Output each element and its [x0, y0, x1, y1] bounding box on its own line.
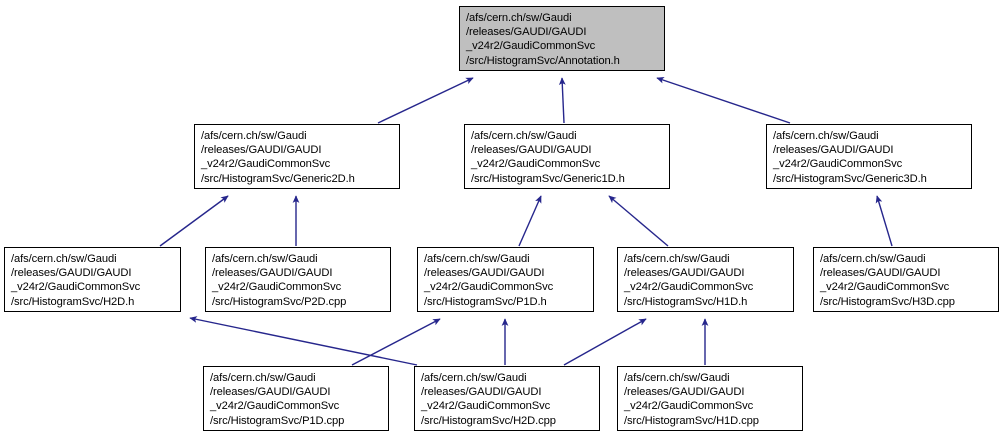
node-label-line: /src/HistogramSvc/H3D.cpp: [820, 295, 955, 308]
edge-p1d-cpp-to-p1d-h: [351, 318, 441, 366]
edge-h2d-h-to-generic2d-h: [159, 195, 229, 247]
graph-node-generic1d-h[interactable]: /afs/cern.ch/sw/Gaudi/releases/GAUDI/GAU…: [464, 124, 670, 189]
graph-node-p2d-cpp[interactable]: /afs/cern.ch/sw/Gaudi/releases/GAUDI/GAU…: [205, 247, 391, 312]
node-label-line: /src/HistogramSvc/H1D.cpp: [624, 414, 759, 427]
node-label-line: _v24r2/GaudiCommonSvc: [11, 281, 141, 294]
node-label-line: /src/HistogramSvc/H1D.h: [624, 295, 748, 308]
node-label-line: /releases/GAUDI/GAUDI: [201, 144, 322, 157]
node-label-line: /releases/GAUDI/GAUDI: [212, 267, 333, 280]
node-label-line: /afs/cern.ch/sw/Gaudi: [210, 372, 316, 384]
graph-node-p1d-cpp[interactable]: /afs/cern.ch/sw/Gaudi/releases/GAUDI/GAU…: [203, 366, 389, 431]
node-label-line: /src/HistogramSvc/P1D.h: [424, 295, 547, 308]
node-label-line: /releases/GAUDI/GAUDI: [210, 386, 331, 399]
node-label-line: /afs/cern.ch/sw/Gaudi: [773, 130, 879, 142]
node-label-line: /src/HistogramSvc/P2D.cpp: [212, 295, 347, 308]
graph-node-h2d-cpp[interactable]: /afs/cern.ch/sw/Gaudi/releases/GAUDI/GAU…: [414, 366, 600, 431]
node-label-line: /afs/cern.ch/sw/Gaudi: [624, 372, 730, 384]
node-label-line: _v24r2/GaudiCommonSvc: [624, 281, 754, 294]
node-label-line: /releases/GAUDI/GAUDI: [820, 267, 941, 280]
node-label-line: _v24r2/GaudiCommonSvc: [471, 158, 601, 171]
node-label-line: /src/HistogramSvc/Generic2D.h: [201, 172, 355, 185]
node-label-line: /src/HistogramSvc/H2D.h: [11, 295, 135, 308]
node-label-line: /afs/cern.ch/sw/Gaudi: [424, 253, 530, 265]
node-label-line: _v24r2/GaudiCommonSvc: [424, 281, 554, 294]
node-label-line: /afs/cern.ch/sw/Gaudi: [466, 12, 572, 24]
edge-h2d-cpp-to-h1d-h: [563, 318, 647, 366]
node-label-line: /afs/cern.ch/sw/Gaudi: [212, 253, 318, 265]
node-label-line: /afs/cern.ch/sw/Gaudi: [201, 130, 307, 142]
node-label-line: /src/HistogramSvc/Annotation.h: [466, 54, 620, 67]
edge-h3d-cpp-to-generic3d-h: [875, 195, 893, 247]
node-label-line: /releases/GAUDI/GAUDI: [624, 267, 745, 280]
node-label-line: /releases/GAUDI/GAUDI: [424, 267, 545, 280]
node-label-line: _v24r2/GaudiCommonSvc: [421, 400, 551, 413]
node-label-line: _v24r2/GaudiCommonSvc: [201, 158, 331, 171]
node-label-line: /src/HistogramSvc/Generic3D.h: [773, 172, 927, 185]
node-label-line: /afs/cern.ch/sw/Gaudi: [624, 253, 730, 265]
node-label-line: /src/HistogramSvc/Generic1D.h: [471, 172, 625, 185]
node-label-line: /afs/cern.ch/sw/Gaudi: [11, 253, 117, 265]
node-label-line: /afs/cern.ch/sw/Gaudi: [471, 130, 577, 142]
edge-generic1d-h-to-annotation-h: [558, 77, 566, 124]
node-label-line: _v24r2/GaudiCommonSvc: [773, 158, 903, 171]
edge-p1d-h-to-generic1d-h: [518, 195, 542, 247]
node-label-line: /afs/cern.ch/sw/Gaudi: [820, 253, 926, 265]
graph-node-annotation-h: /afs/cern.ch/sw/Gaudi/releases/GAUDI/GAU…: [459, 6, 665, 71]
graph-node-h1d-cpp[interactable]: /afs/cern.ch/sw/Gaudi/releases/GAUDI/GAU…: [617, 366, 803, 431]
node-label-line: /releases/GAUDI/GAUDI: [624, 386, 745, 399]
graph-node-p1d-h[interactable]: /afs/cern.ch/sw/Gaudi/releases/GAUDI/GAU…: [417, 247, 594, 312]
node-label-line: /releases/GAUDI/GAUDI: [421, 386, 542, 399]
graph-node-h1d-h[interactable]: /afs/cern.ch/sw/Gaudi/releases/GAUDI/GAU…: [617, 247, 794, 312]
edge-h2d-cpp-to-h2d-h: [189, 316, 418, 366]
edge-h1d-h-to-generic1d-h: [608, 195, 669, 247]
graph-node-h3d-cpp[interactable]: /afs/cern.ch/sw/Gaudi/releases/GAUDI/GAU…: [813, 247, 999, 312]
node-label-line: _v24r2/GaudiCommonSvc: [210, 400, 340, 413]
node-label-line: _v24r2/GaudiCommonSvc: [466, 40, 596, 53]
edge-generic2d-h-to-annotation-h: [377, 77, 474, 124]
node-label-line: _v24r2/GaudiCommonSvc: [820, 281, 950, 294]
node-label-line: _v24r2/GaudiCommonSvc: [212, 281, 342, 294]
node-label-line: _v24r2/GaudiCommonSvc: [624, 400, 754, 413]
node-label-line: /releases/GAUDI/GAUDI: [466, 26, 587, 39]
node-label-line: /releases/GAUDI/GAUDI: [471, 144, 592, 157]
edge-generic3d-h-to-annotation-h: [656, 77, 791, 124]
node-label-line: /src/HistogramSvc/P1D.cpp: [210, 414, 345, 427]
node-label-line: /src/HistogramSvc/H2D.cpp: [421, 414, 556, 427]
node-label-line: /releases/GAUDI/GAUDI: [11, 267, 132, 280]
graph-node-generic3d-h[interactable]: /afs/cern.ch/sw/Gaudi/releases/GAUDI/GAU…: [766, 124, 972, 189]
graph-node-h2d-h[interactable]: /afs/cern.ch/sw/Gaudi/releases/GAUDI/GAU…: [4, 247, 181, 312]
node-label-line: /releases/GAUDI/GAUDI: [773, 144, 894, 157]
node-label-line: /afs/cern.ch/sw/Gaudi: [421, 372, 527, 384]
graph-node-generic2d-h[interactable]: /afs/cern.ch/sw/Gaudi/releases/GAUDI/GAU…: [194, 124, 400, 189]
